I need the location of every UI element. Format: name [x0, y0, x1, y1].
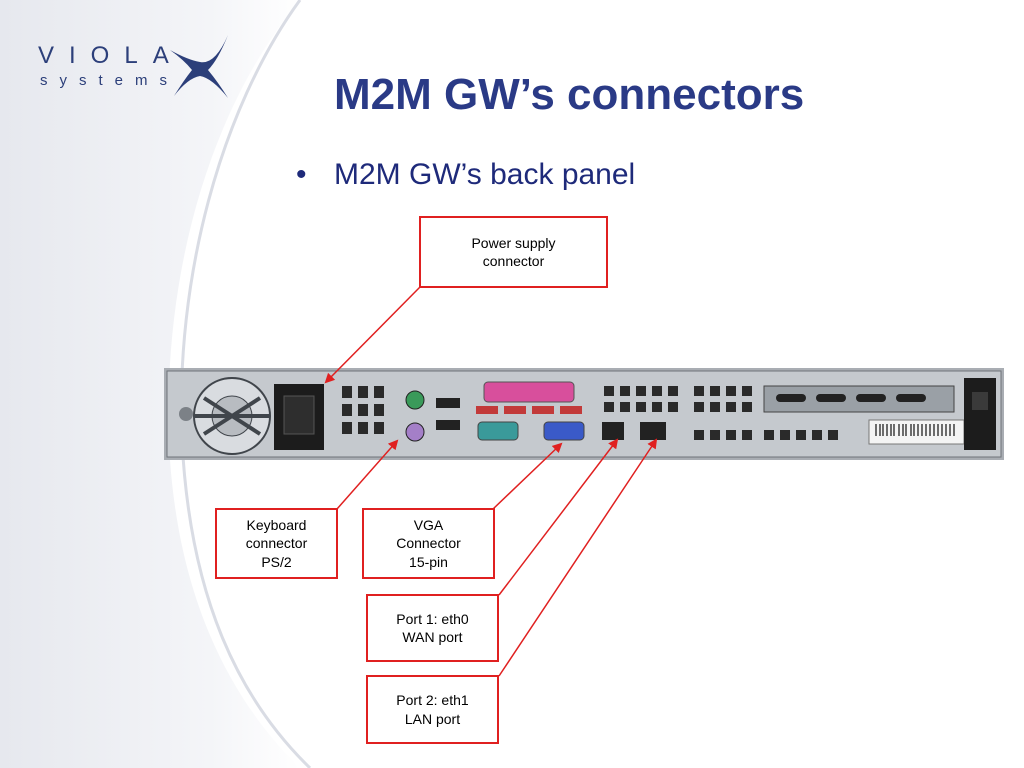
keyboard-callout-line3: PS/2: [261, 553, 292, 570]
keyboard-callout-line2: connector: [245, 535, 308, 552]
bullet-text: M2M GW’s back panel: [334, 158, 636, 191]
vga-callout-line2: Connector: [396, 535, 461, 552]
port1-callout: Port 1: eth0 WAN port: [366, 594, 499, 662]
logo-x-icon: [170, 35, 228, 98]
vga-callout-line1: VGA: [413, 517, 444, 534]
logo-sub: systems: [40, 72, 180, 89]
vga-callout-line3: 15-pin: [409, 553, 448, 570]
keyboard-callout: Keyboard connector PS/2: [215, 508, 338, 579]
page-title: M2M GW’s connectors: [334, 70, 805, 119]
port2-callout-line2: LAN port: [404, 710, 461, 727]
port2-callout: Port 2: eth1 LAN port: [366, 675, 499, 744]
keyboard-callout-line1: Keyboard: [246, 517, 307, 534]
power-supply-callout: Power supply connector: [419, 216, 608, 288]
back-panel-image: [164, 368, 1004, 460]
bullet-dot-icon: •: [296, 158, 307, 191]
port2-callout-line1: Port 2: eth1: [396, 692, 469, 709]
power-callout-line2: connector: [482, 253, 545, 269]
vga-callout: VGA Connector 15-pin: [362, 508, 495, 579]
bullet-item: • M2M GW’s back panel: [296, 158, 635, 192]
power-callout-line1: Power supply: [471, 234, 556, 251]
logo-word: VIOLA: [38, 42, 184, 69]
port1-callout-line1: Port 1: eth0: [396, 610, 469, 627]
viola-systems-logo: VIOLA systems: [30, 30, 230, 100]
port1-callout-line2: WAN port: [402, 629, 463, 645]
